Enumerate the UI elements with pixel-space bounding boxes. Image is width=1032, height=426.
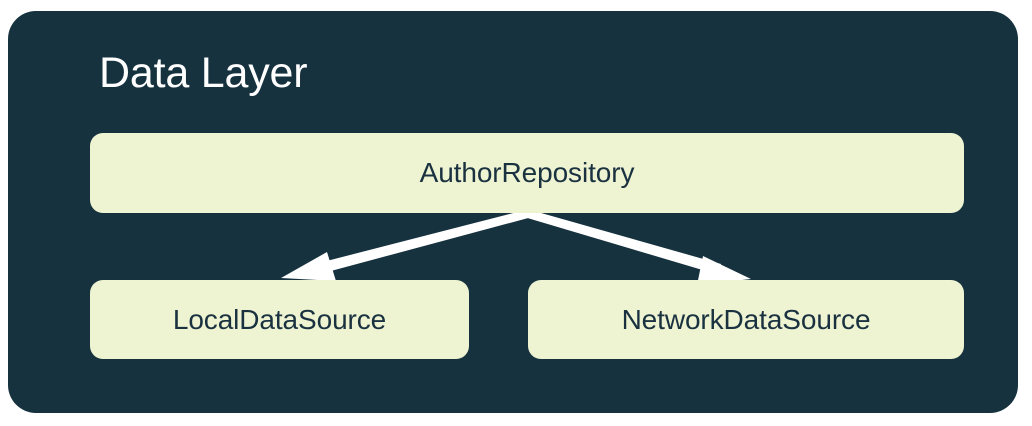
node-label-network-data-source: NetworkDataSource — [621, 303, 871, 335]
layer-title: Data Layer — [99, 49, 308, 97]
node-network-data-source[interactable]: NetworkDataSource — [528, 280, 964, 359]
node-label-author-repository: AuthorRepository — [419, 157, 635, 188]
node-label-local-data-source: LocalDataSource — [172, 303, 387, 335]
node-author-repository[interactable]: AuthorRepository — [90, 133, 964, 213]
node-local-data-source[interactable]: LocalDataSource — [90, 280, 469, 359]
